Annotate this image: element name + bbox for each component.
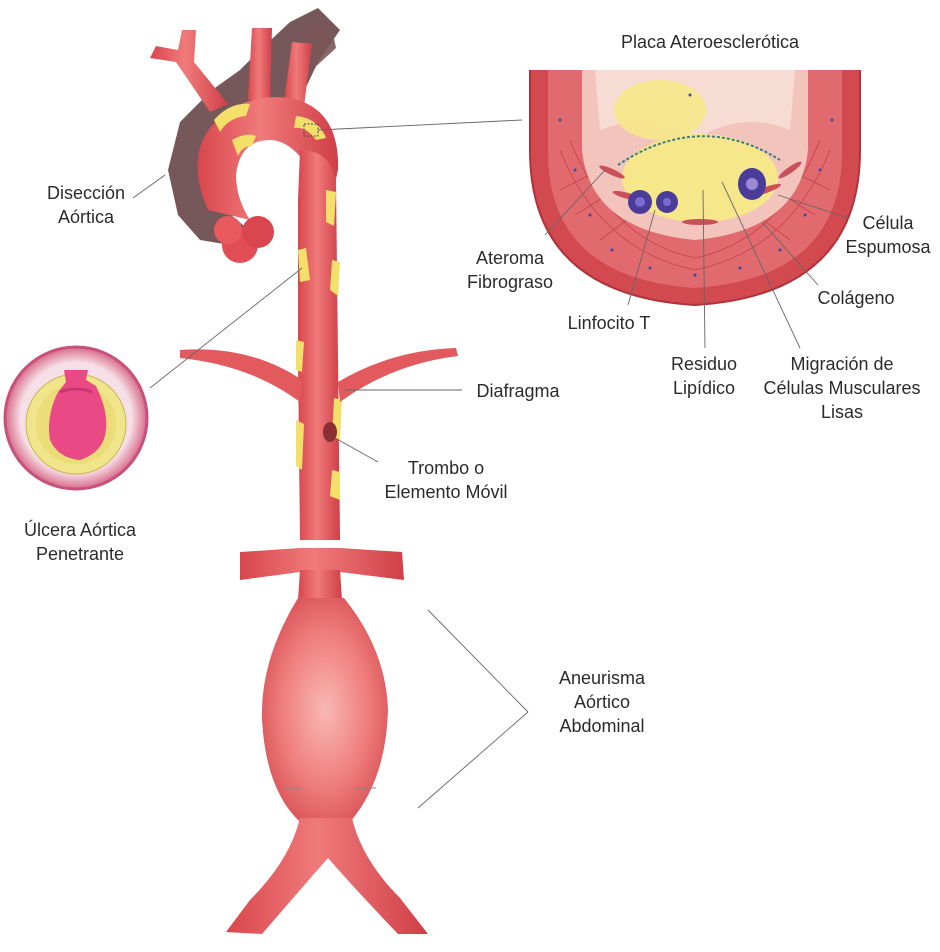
smooth-muscle-label-line: Lisas xyxy=(763,400,920,424)
aortic-root-bulge xyxy=(214,216,242,244)
iliac-arteries xyxy=(226,818,428,934)
aortic-root-bulge xyxy=(242,216,274,248)
ulcer-label-line: Penetrante xyxy=(24,542,136,566)
smooth-muscle-label: Migración de Células Musculares Lisas xyxy=(763,352,920,424)
lipid-residue-label-line: Lipídico xyxy=(671,376,737,400)
dissection-label-line: Disección xyxy=(47,181,125,205)
t-cell-label: Linfocito T xyxy=(568,311,651,335)
aneurysm-label-line: Aórtico xyxy=(559,690,645,714)
thrombus-label: Trombo o Elemento Móvil xyxy=(384,456,507,504)
aneurysm-label-line: Abdominal xyxy=(559,714,645,738)
collagen-label: Colágeno xyxy=(817,286,894,310)
aneurysm-label: Aneurisma Aórtico Abdominal xyxy=(559,666,645,738)
thrombus-label-line: Elemento Móvil xyxy=(384,480,507,504)
ulcer-inset xyxy=(5,347,147,489)
dissection-label-line: Aórtica xyxy=(47,205,125,229)
thrombus-label-line: Trombo o xyxy=(384,456,507,480)
fibrofatty-label: Ateroma Fibrograso xyxy=(467,246,553,294)
dissection-label: Disección Aórtica xyxy=(47,181,125,229)
foam-cell-label-line: Célula xyxy=(845,211,930,235)
diaphragm-vessel-left xyxy=(180,349,302,402)
fibrofatty-label-line: Ateroma xyxy=(467,246,553,270)
aneurysm-label-line: Aneurisma xyxy=(559,666,645,690)
plaque-cross-section xyxy=(530,70,860,305)
leader-dissection xyxy=(133,175,165,198)
fibrofatty-label-line: Fibrograso xyxy=(467,270,553,294)
ulcer-label: Úlcera Aórtica Penetrante xyxy=(24,518,136,566)
ulcer-label-line: Úlcera Aórtica xyxy=(24,518,136,542)
foam-cell-label-line: Espumosa xyxy=(845,235,930,259)
foam-cell-label: Célula Espumosa xyxy=(845,211,930,259)
leader-aneurysm-top xyxy=(428,610,528,712)
leader-thrombus xyxy=(335,438,378,462)
plaque-title-label: Placa Ateroesclerótica xyxy=(621,30,799,54)
lipid-residue-label: Residuo Lipídico xyxy=(671,352,737,400)
infrarenal-neck xyxy=(298,570,342,600)
smooth-muscle-label-line: Migración de xyxy=(763,352,920,376)
smooth-muscle-label-line: Células Musculares xyxy=(763,376,920,400)
diaphragm-label: Diafragma xyxy=(476,379,559,403)
diaphragm-vessel-right xyxy=(338,348,458,402)
leader-aneurysm-bottom xyxy=(418,712,528,808)
carotid-branch xyxy=(248,28,272,100)
thrombus xyxy=(323,422,337,442)
lipid-residue-label-line: Residuo xyxy=(671,352,737,376)
leader-plaque xyxy=(318,120,522,130)
brachiocephalic-branch xyxy=(150,30,228,112)
